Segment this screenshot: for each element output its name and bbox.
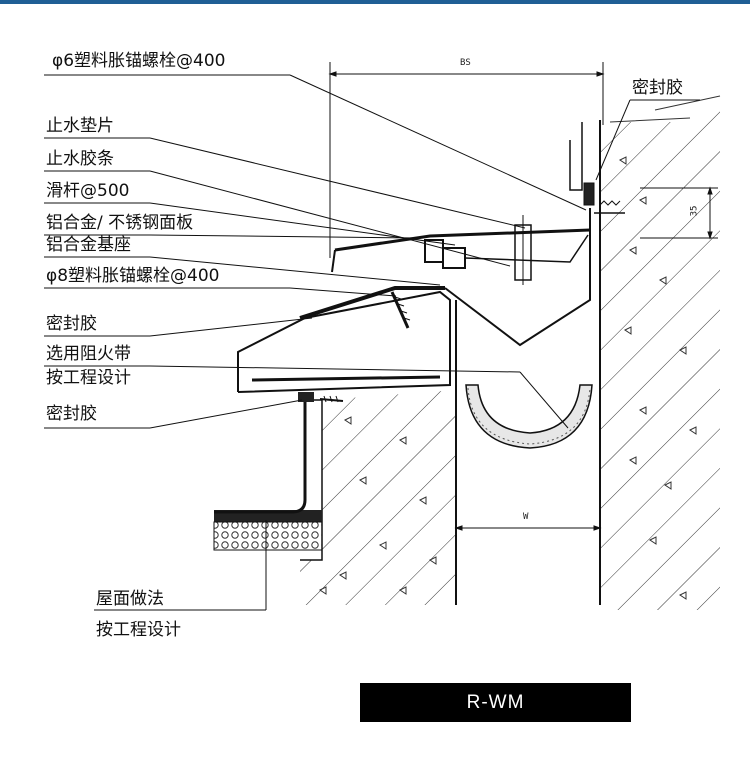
roof-layers: [213, 392, 323, 551]
drawing-title: R-WM: [466, 692, 525, 713]
title-block: [360, 683, 631, 722]
label-sealant-1: 密封胶: [46, 314, 97, 334]
anchor-bolt-small: [319, 395, 344, 403]
label-per-design-2: 按工程设计: [96, 620, 181, 640]
label-waterstop-pad: 止水垫片: [46, 116, 114, 136]
leader-lines: [44, 74, 700, 611]
dimension-35: 35: [689, 205, 700, 217]
label-fire-strip: 选用阻火带: [46, 344, 131, 364]
left-wall: [300, 300, 457, 605]
label-anchor-bolt-6: φ6塑料胀锚螺栓@400: [52, 51, 226, 71]
anchor-bolt-8: [390, 291, 411, 329]
dimension-lines: [328, 62, 718, 531]
label-slide-bar: 滑杆@500: [46, 181, 130, 201]
label-alloy-base: 铝合金基座: [46, 235, 131, 255]
dimension-w: W: [523, 512, 529, 522]
fire-barrier-strip: [465, 384, 593, 449]
label-anchor-bolt-8: φ8塑料胀锚螺栓@400: [46, 266, 220, 286]
label-sealant-2: 密封胶: [46, 404, 97, 424]
label-roof-method: 屋面做法: [96, 589, 164, 609]
dimension-bs: BS: [460, 58, 471, 68]
label-per-design-1: 按工程设计: [46, 368, 131, 388]
right-wall: [599, 95, 721, 610]
label-waterstop-strip: 止水胶条: [46, 149, 114, 169]
label-cover-plate: 铝合金/ 不锈钢面板: [46, 213, 194, 233]
cover-assembly: [237, 122, 625, 393]
top-accent-bar: [0, 0, 750, 4]
label-sealant-right: 密封胶: [632, 78, 683, 98]
